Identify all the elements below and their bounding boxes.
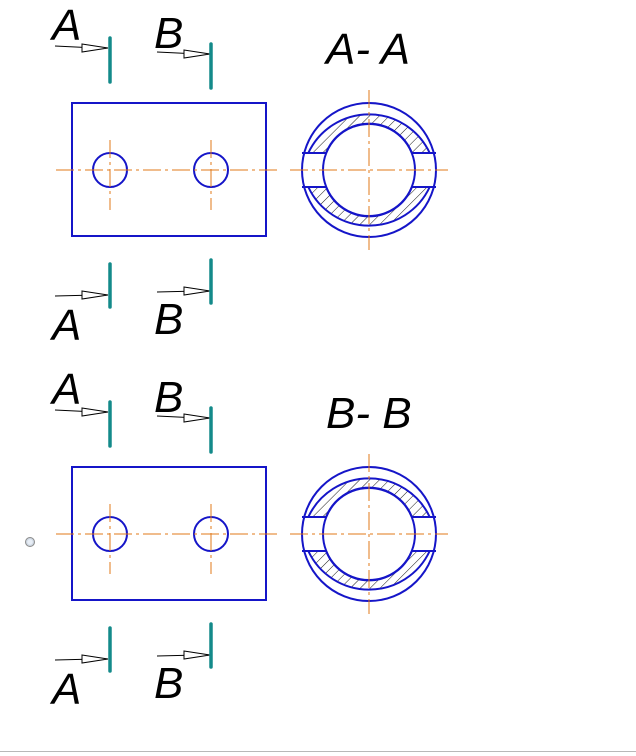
- divider: [0, 751, 636, 752]
- section-view: [290, 90, 448, 250]
- figure-1: A B A B A- A: [49, 1, 448, 350]
- figure-2: A B A B B- B: [49, 365, 448, 714]
- label-bottom-a: A: [49, 301, 81, 350]
- label-bottom-b: B: [154, 295, 183, 344]
- label-bottom-a: A: [49, 665, 81, 714]
- label-top-a: A: [49, 365, 81, 414]
- label-top-b: B: [154, 9, 183, 58]
- arrow-icon: [54, 290, 109, 300]
- radio-button-icon[interactable]: [25, 537, 35, 547]
- section-view: [290, 454, 448, 614]
- label-bottom-b: B: [154, 659, 183, 708]
- arrow-icon: [156, 286, 211, 296]
- section-title: B- B: [326, 389, 412, 438]
- arrow-icon: [54, 654, 109, 664]
- arrow-icon: [156, 413, 211, 423]
- section-title: A- A: [323, 25, 410, 74]
- label-top-b: B: [154, 373, 183, 422]
- arrow-icon: [54, 407, 109, 417]
- arrow-icon: [156, 650, 211, 660]
- arrow-icon: [54, 43, 109, 53]
- arrow-icon: [156, 49, 211, 59]
- label-top-a: A: [49, 1, 81, 50]
